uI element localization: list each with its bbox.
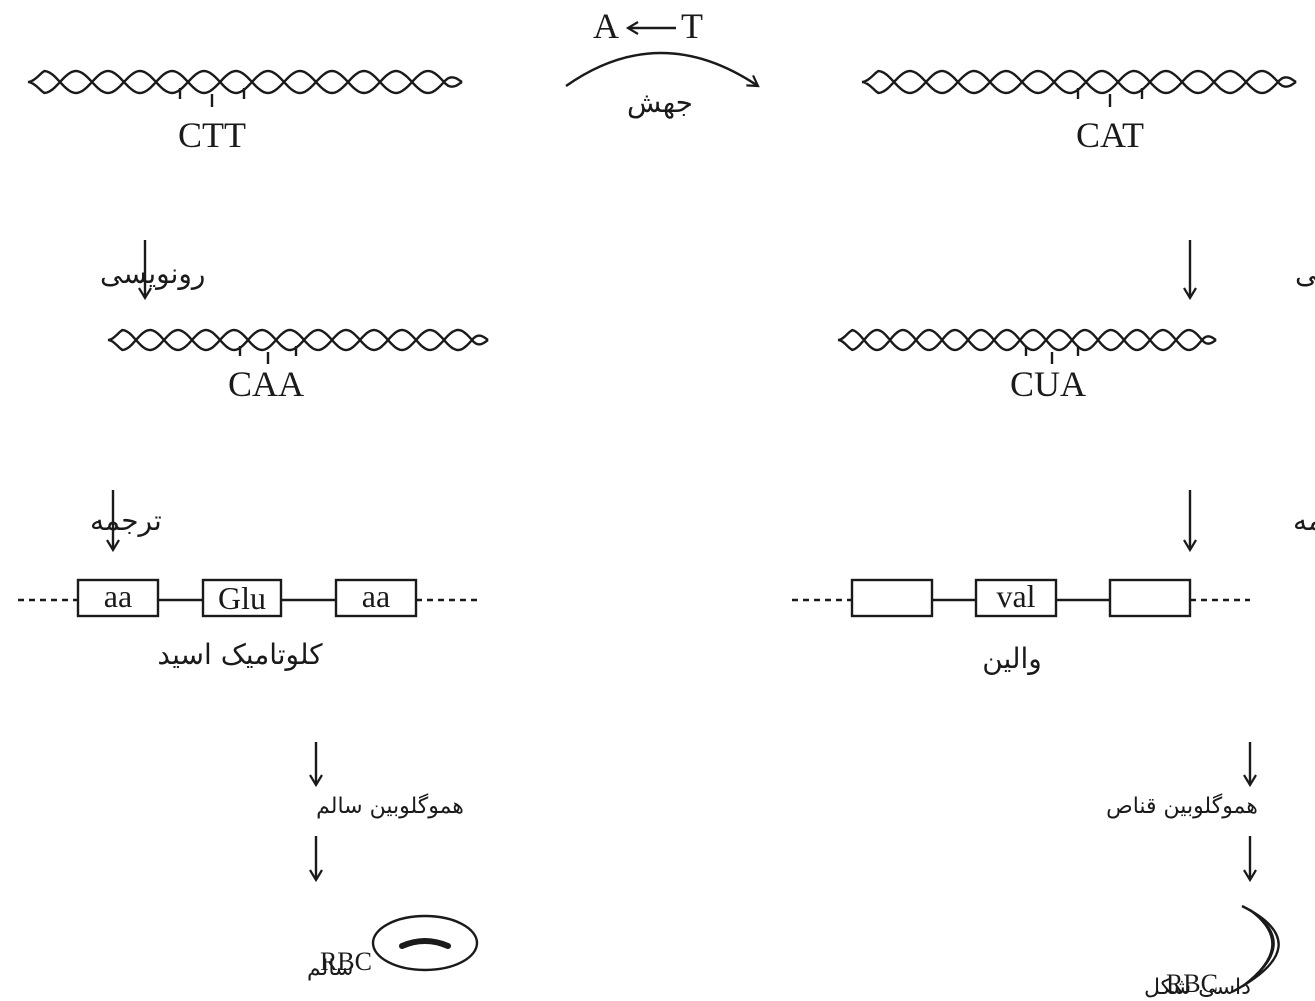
mutation-label: جهش	[627, 86, 693, 119]
normal-protein-chain	[18, 578, 478, 618]
normal-dna-helix	[27, 69, 463, 107]
mutant-protein-box-2-label: val	[996, 578, 1035, 614]
mutant-translation-label: ترجمه	[1293, 504, 1315, 537]
mutant-rbc-label: داسی شکل	[1144, 975, 1251, 1000]
normal-protein-box-3-label: aa	[362, 578, 390, 614]
normal-hemoglobin-label: هموگلوبین سالم	[316, 793, 464, 819]
normal-rbc-icon	[371, 914, 479, 972]
mutant-dna-helix	[861, 69, 1297, 107]
normal-protein-box-1	[76, 578, 160, 618]
normal-amino-acid-label: کلوتامیک اسید	[157, 638, 323, 671]
normal-dna-codon: CTT	[178, 115, 246, 155]
normal-mrna-codon: CAA	[228, 364, 304, 404]
normal-protein-box-3	[334, 578, 418, 618]
sickle-rbc-icon	[1231, 904, 1280, 994]
mutant-protein-box-1	[850, 578, 934, 618]
mutant-dna-codon: CAT	[1076, 115, 1144, 155]
normal-protein-box-2-label: Glu	[218, 580, 266, 616]
normal-protein-box-1-label: aa	[104, 578, 132, 614]
normal-rbc-label: سالم	[307, 956, 353, 981]
normal-rbc-prefix: RBC	[320, 947, 372, 976]
mutation-curved-arrow	[565, 51, 760, 88]
normal-translation-label: ترجمه	[90, 504, 162, 537]
mutation-from-base: A	[593, 6, 619, 46]
mutant-transcription-label: رونویسی	[1295, 257, 1315, 290]
mutant-protein-box-2	[974, 578, 1058, 618]
normal-transcription-label: رونویسی	[100, 257, 205, 290]
mutant-mrna-helix	[837, 328, 1217, 364]
mutant-protein-box-3	[1108, 578, 1192, 618]
mutation-group: A T جهش	[565, 6, 760, 119]
mutant-rbc-prefix: RBC	[1166, 969, 1218, 998]
mutant-protein-chain	[792, 578, 1250, 618]
mutant-mrna-codon: CUA	[1010, 364, 1086, 404]
mutant-hemoglobin-label: هموگلوبین قناص	[1106, 793, 1258, 819]
mutation-to-base: T	[681, 6, 703, 46]
normal-protein-box-2	[201, 578, 283, 618]
mutant-amino-acid-label: والین	[982, 642, 1042, 675]
normal-mrna-helix	[107, 328, 489, 364]
